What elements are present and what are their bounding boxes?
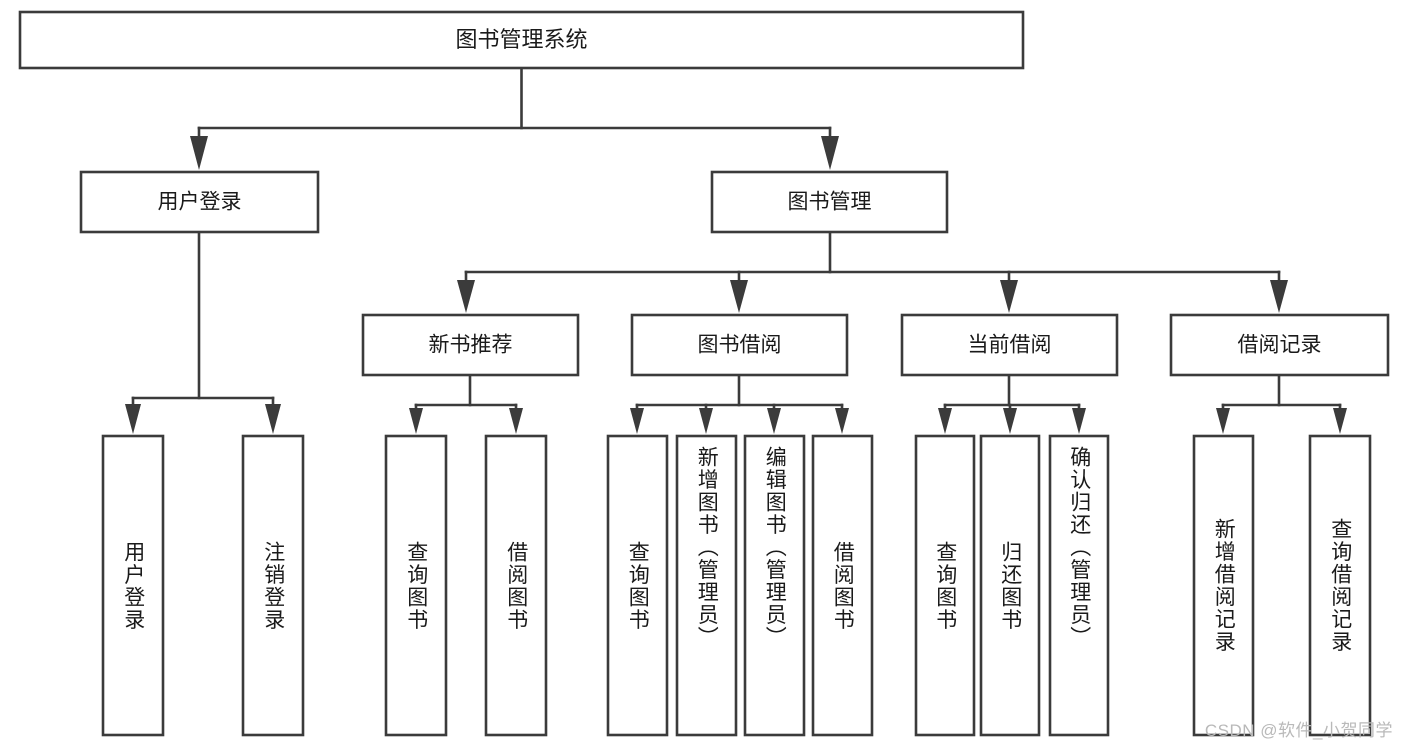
leaf-box-add-record[interactable]	[1192, 434, 1255, 737]
leaf-box-borrow-book-2[interactable]	[811, 434, 874, 737]
node-book-management[interactable]: 图书管理	[710, 170, 949, 234]
leaf-box-query-record[interactable]	[1308, 434, 1372, 737]
arrow-head-icon	[821, 136, 839, 170]
node-borrow-records-box[interactable]	[1169, 313, 1390, 377]
arrow-head-icon	[1333, 408, 1347, 434]
node-root[interactable]: 图书管理系统	[18, 10, 1025, 70]
arrow-head-icon	[457, 280, 475, 313]
node-book-management-label: 图书管理	[788, 191, 872, 214]
node-new-book-recommend[interactable]: 新书推荐	[361, 313, 580, 377]
arrow-head-icon	[767, 408, 781, 434]
leaf-box-logout[interactable]	[241, 434, 305, 737]
leaf-box-query-book-1[interactable]	[384, 434, 448, 737]
node-current-borrow[interactable]: 当前借阅	[900, 313, 1119, 377]
leaf-box-confirm-return[interactable]	[1048, 434, 1110, 737]
leaf-box-query-book-2[interactable]	[606, 434, 669, 737]
node-current-borrow-box[interactable]	[900, 313, 1119, 377]
leaf-box-borrow-book-1[interactable]	[484, 434, 548, 737]
node-new-book-recommend-label: 新书推荐	[429, 334, 513, 357]
arrow-head-icon	[509, 408, 523, 434]
arrow-head-icon	[1270, 280, 1288, 313]
arrow-head-icon	[630, 408, 644, 434]
arrow-head-icon	[1216, 408, 1230, 434]
connector-group-user-login	[125, 230, 281, 434]
arrow-head-icon	[1072, 408, 1086, 434]
connector-group-borrow	[630, 373, 849, 434]
arrow-head-icon	[835, 408, 849, 434]
arrow-head-icon	[125, 404, 141, 434]
arrow-head-icon	[265, 404, 281, 434]
connector-group-newbook	[409, 373, 523, 434]
leaf-box-query-book-3[interactable]	[914, 434, 976, 737]
node-book-borrow-box[interactable]	[630, 313, 849, 377]
leaf-box-user-login[interactable]	[101, 434, 165, 737]
leaf-box-edit-book-admin[interactable]	[743, 434, 806, 737]
node-book-management-box[interactable]	[710, 170, 949, 234]
node-current-borrow-label: 当前借阅	[968, 334, 1052, 357]
arrow-head-icon	[730, 280, 748, 313]
leaf-box-return-book[interactable]	[979, 434, 1041, 737]
node-root-box[interactable]	[18, 10, 1025, 70]
leaf-box-group	[101, 434, 1372, 737]
csdn-watermark: CSDN @软件_小贺同学	[1204, 721, 1393, 740]
node-book-borrow-label: 图书借阅	[698, 334, 782, 357]
arrow-head-icon	[1003, 408, 1017, 434]
connector-group-current	[938, 373, 1086, 434]
node-book-borrow[interactable]: 图书借阅	[630, 313, 849, 377]
leaf-box-add-book-admin[interactable]	[675, 434, 738, 737]
node-root-label: 图书管理系统	[455, 27, 587, 52]
node-borrow-records-label: 借阅记录	[1238, 334, 1322, 357]
node-new-book-recommend-box[interactable]	[361, 313, 580, 377]
arrow-head-icon	[699, 408, 713, 434]
connector-group-book-mgmt	[457, 230, 1288, 313]
connector-group-root	[190, 66, 839, 170]
connector-group-records	[1216, 373, 1347, 434]
node-borrow-records[interactable]: 借阅记录	[1169, 313, 1390, 377]
node-user-login[interactable]: 用户登录	[79, 170, 320, 234]
node-user-login-box[interactable]	[79, 170, 320, 234]
arrow-head-icon	[938, 408, 952, 434]
node-user-login-label: 用户登录	[158, 191, 242, 214]
arrow-head-icon	[409, 408, 423, 434]
arrow-head-icon	[190, 136, 208, 170]
arrow-head-icon	[1000, 280, 1018, 313]
